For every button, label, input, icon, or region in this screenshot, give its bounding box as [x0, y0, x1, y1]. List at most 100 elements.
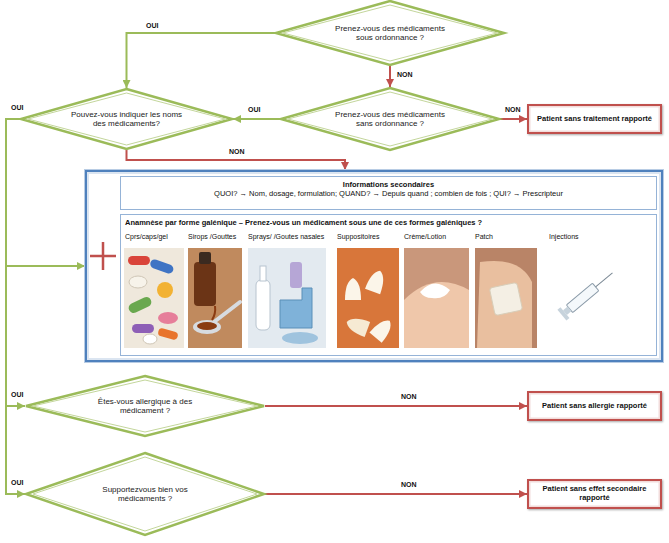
diamond-outline: [26, 453, 264, 535]
tablet: [158, 312, 178, 324]
capsule: [149, 258, 175, 275]
connector: [127, 33, 276, 88]
edge-label: NON: [396, 71, 414, 79]
question-text: Prenez-vous des médicaments sans ordonna…: [330, 110, 451, 128]
nasal-spray: [256, 280, 270, 330]
capsule: [128, 256, 150, 265]
connector: [265, 405, 527, 407]
edge-label: OUI: [10, 104, 24, 112]
plus-symbol: [90, 242, 116, 270]
edge-label: NON: [400, 393, 418, 401]
tablet: [143, 334, 157, 344]
suppository: [369, 316, 395, 343]
skin: [477, 261, 532, 348]
cream: [420, 283, 450, 298]
syrup: [197, 322, 217, 330]
photo-ground: [475, 248, 537, 348]
diamond-inner-outline: [28, 93, 225, 145]
connector: [233, 118, 280, 120]
edge-label: NON: [504, 106, 522, 114]
connector: [6, 119, 25, 406]
form-label: Suppositoires: [337, 233, 379, 241]
spoon-handle: [214, 302, 240, 322]
question-text: Prenez-vous des médicaments sous ordonna…: [327, 24, 454, 42]
diamond-outline: [281, 88, 499, 150]
capsule: [127, 295, 153, 314]
connector: [6, 119, 25, 494]
spray-photo: [248, 248, 326, 348]
section-heading: Anamnèse par forme galénique – Prenez-vo…: [125, 218, 652, 227]
diamond-inner-outline: [283, 5, 497, 61]
connector: [389, 66, 391, 87]
section-heading: Informations secondaires: [125, 180, 652, 189]
outcome-text: Patient sans allergie rapporté: [542, 402, 647, 411]
bottle: [194, 262, 216, 306]
syringe: [557, 267, 617, 320]
decision-diamond: Prenez-vous des médicaments sans ordonna…: [280, 87, 500, 151]
patch-photo: [475, 248, 537, 348]
syringe-plunger: [557, 307, 569, 320]
diamond-outline: [276, 1, 504, 65]
bottle-cap: [199, 252, 211, 264]
outcome-text: Patient sans traitement rapporté: [537, 115, 652, 124]
patch: [489, 282, 522, 315]
form-label: Sirops /Gouttes: [188, 233, 236, 241]
diamond-inner-outline: [33, 457, 257, 531]
diamond-outline: [26, 376, 264, 436]
outcome-box: Patient sans traitement rapporté: [527, 104, 662, 134]
photo-ground: [404, 248, 469, 348]
edge-label: OUI: [10, 391, 24, 399]
edge-label: OUI: [10, 479, 24, 487]
question-text: Pouvez-vous indiquer les noms des médica…: [68, 110, 185, 128]
question-text: Êtes-vous allergique à des médicament ?: [79, 397, 211, 415]
connector: [6, 119, 85, 266]
syringe-barrel: [566, 283, 598, 313]
form-label: Crème/Lotion: [404, 233, 446, 241]
suppository-photo: [337, 248, 399, 348]
form-label: Cprs/caps/gel: [125, 233, 168, 241]
cream-photo: [404, 248, 469, 348]
spacer: [282, 332, 318, 344]
form-label: Sprays/ /Goutes nasales: [248, 233, 324, 241]
edge-label: NON: [400, 481, 418, 489]
edge-label: NON: [228, 148, 246, 156]
diamond-inner-outline: [288, 92, 492, 146]
syringe-needle: [596, 273, 613, 287]
diamond-outline: [21, 89, 232, 149]
suppository: [345, 278, 361, 300]
suppository: [344, 314, 370, 337]
inhaler: [280, 288, 312, 328]
form-box: Anamnèse par forme galénique – Prenez-vo…: [120, 214, 657, 356]
outcome-box: Patient sans allergie rapporté: [527, 391, 662, 421]
photo-ground: [248, 248, 326, 348]
form-label: Patch: [475, 233, 493, 241]
capsule: [132, 324, 154, 333]
outcome-box: Patient sans effet secondaire rapporté: [527, 479, 662, 509]
edge-label: OUI: [145, 22, 159, 30]
injection-photo: [557, 267, 617, 320]
tablet: [129, 276, 147, 288]
outcome-text: Patient sans effet secondaire rapporté: [533, 485, 656, 502]
suppository: [365, 268, 388, 294]
decision-diamond: Supportezvous bien vos médicaments ?: [25, 452, 265, 536]
inhaler-can: [290, 262, 302, 288]
info-box: Informations secondairesQUOI? → Nom, dos…: [120, 176, 657, 210]
pills-photo: [124, 248, 184, 348]
capsule: [157, 328, 178, 341]
photo-ground: [188, 248, 242, 348]
question-text: Supportezvous bien vos médicaments ?: [79, 485, 211, 503]
decision-diamond: Pouvez-vous indiquer les noms des médica…: [20, 88, 233, 150]
diamond-inner-outline: [33, 380, 257, 432]
info-text: QUOI? → Nom, dosage, formulation; QUAND?…: [125, 189, 652, 198]
group-panel: Informations secondairesQUOI? → Nom, dos…: [85, 170, 663, 362]
edge-label: OUI: [247, 106, 261, 114]
skin: [404, 282, 469, 348]
photo-ground: [124, 248, 184, 348]
photo-ground: [337, 248, 399, 348]
decision-diamond: Êtes-vous allergique à des médicament ?: [25, 375, 265, 437]
form-label: Injections: [549, 233, 579, 241]
spray-nozzle: [260, 266, 266, 281]
